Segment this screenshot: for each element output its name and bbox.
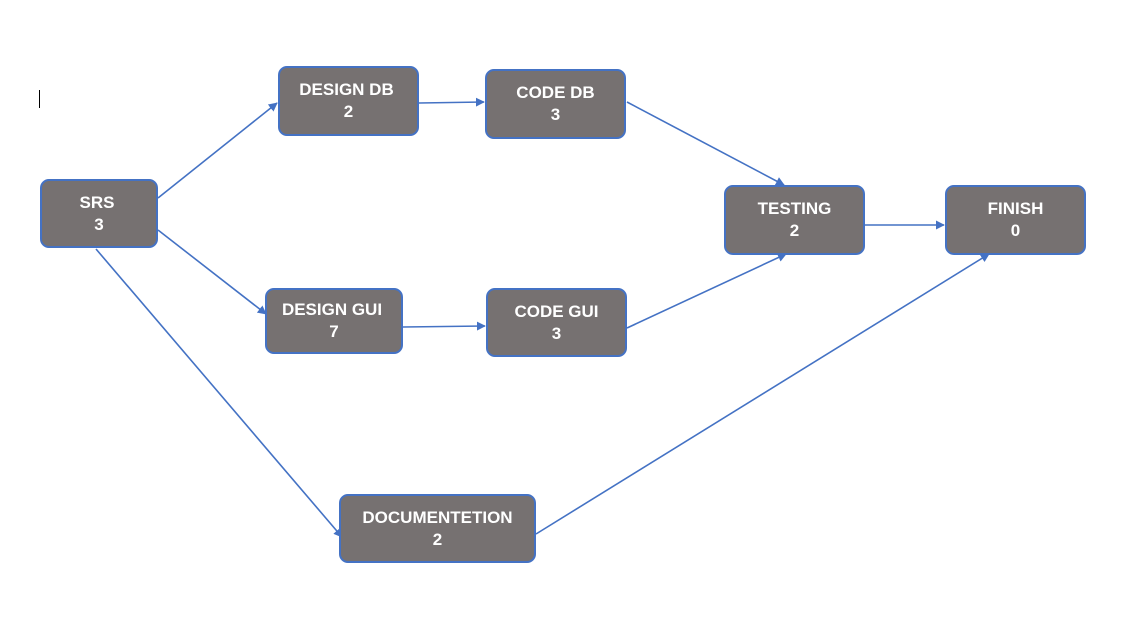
- node-finish-name: FINISH: [987, 199, 1044, 218]
- node-design-db-duration: 2: [343, 102, 354, 121]
- edge-design-db-to-code-db: [418, 97, 485, 107]
- node-finish-duration: 0: [1010, 221, 1021, 240]
- node-code-db-duration: 3: [550, 105, 561, 124]
- node-documentation-duration: 2: [432, 529, 443, 549]
- edge-code-db-to-testing: [626, 101, 785, 186]
- node-documentation-name: DOCUMENTETION: [362, 507, 513, 527]
- node-documentation[interactable]: DOCUMENTETION 2: [339, 494, 536, 563]
- edge-documentation-to-finish: [535, 253, 990, 535]
- node-design-gui-duration: 7: [329, 322, 339, 341]
- node-testing[interactable]: TESTING 2: [724, 185, 865, 255]
- edge-design-gui-to-code-gui: [402, 321, 486, 331]
- node-code-db[interactable]: CODE DB 3: [485, 69, 626, 139]
- node-design-db[interactable]: DESIGN DB 2: [278, 66, 419, 136]
- edge-code-gui-to-testing: [626, 253, 787, 329]
- node-code-gui-duration: 3: [551, 323, 562, 343]
- node-design-gui-name: DESIGN GUI: [281, 300, 383, 319]
- node-srs[interactable]: SRS 3: [40, 179, 158, 248]
- edge-srs-to-design-gui: [157, 229, 267, 315]
- node-testing-duration: 2: [789, 221, 800, 240]
- node-testing-name: TESTING: [757, 199, 832, 218]
- node-design-gui[interactable]: DESIGN GUI 7: [265, 288, 403, 354]
- edge-srs-to-design-db: [157, 102, 278, 199]
- text-cursor: [39, 90, 40, 108]
- node-code-db-name: CODE DB: [516, 83, 595, 102]
- node-design-db-name: DESIGN DB: [299, 80, 394, 99]
- node-code-gui[interactable]: CODE GUI 3: [486, 288, 627, 357]
- node-code-gui-name: CODE GUI: [514, 301, 599, 321]
- node-srs-duration: 3: [94, 214, 104, 234]
- node-finish[interactable]: FINISH 0: [945, 185, 1086, 255]
- edge-srs-to-documentation: [95, 248, 343, 538]
- node-srs-name: SRS: [79, 192, 115, 212]
